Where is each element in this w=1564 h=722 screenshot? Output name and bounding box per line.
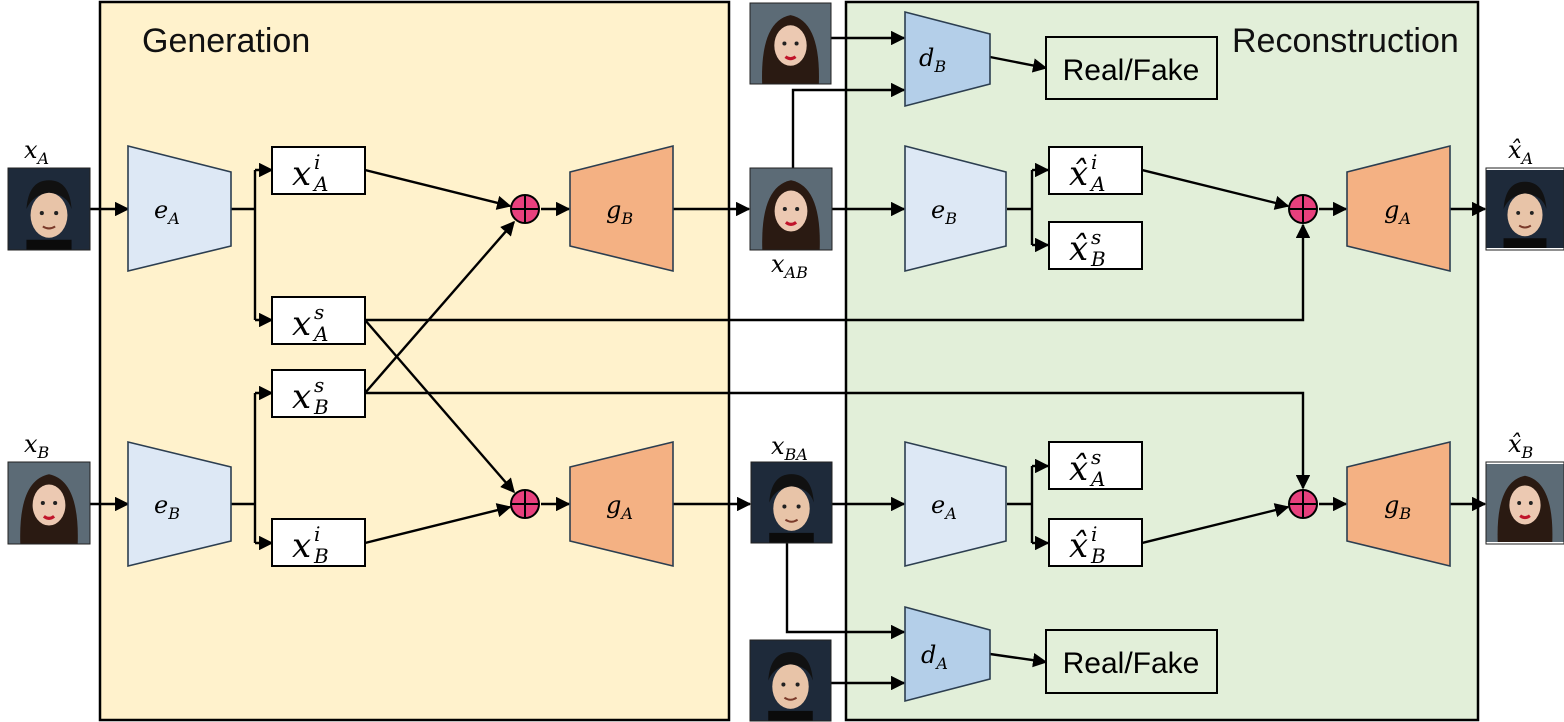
svg-text:i: i (314, 150, 320, 174)
discriminator-d-a: dA (904, 605, 991, 703)
svg-text:x̂: x̂ (1069, 449, 1088, 489)
feature-box-xa-identity: x i A (271, 146, 366, 196)
label-x-ab: xAB (771, 250, 808, 282)
svg-text:eA: eA (154, 196, 180, 228)
generation-title: Generation (142, 22, 310, 60)
svg-text:Real/Fake: Real/Fake (1063, 54, 1200, 87)
label-x-a: xA (24, 136, 49, 168)
svg-text:eB: eB (154, 491, 180, 523)
svg-text:x: x (292, 304, 311, 344)
feature-box-xhat-b-style: x̂ s B (1048, 221, 1143, 271)
feature-box-xa-style: x s A (271, 296, 366, 346)
svg-text:eA: eA (931, 491, 957, 523)
svg-text:B: B (1090, 247, 1106, 271)
label-xhat-a: x̂A (1508, 136, 1533, 168)
decoder-g-a-reconstruction: gA (1346, 144, 1451, 273)
svg-text:gB: gB (606, 196, 633, 228)
svg-text:A: A (312, 172, 328, 196)
svg-text:Real/Fake: Real/Fake (1063, 647, 1200, 680)
generated-image-x-ba (750, 461, 833, 544)
svg-text:A: A (312, 322, 328, 346)
feature-box-xb-style: x s B (271, 369, 366, 419)
svg-text:x̂: x̂ (1069, 229, 1088, 269)
svg-text:A: A (1089, 467, 1105, 491)
svg-text:x̂: x̂ (1069, 526, 1088, 566)
combine-node-rec-top (1288, 194, 1318, 224)
combine-node-gen-bottom (510, 489, 540, 519)
combine-node-gen-top (510, 194, 540, 224)
svg-text:s: s (1091, 445, 1101, 469)
real-image-domain-a (749, 639, 832, 722)
svg-text:x̂: x̂ (1069, 154, 1088, 194)
feature-box-xb-identity: x i B (271, 518, 366, 568)
reconstruction-panel (844, 0, 1480, 722)
decoder-g-a-generation: gA (569, 440, 674, 568)
feature-box-xhat-b-identity: x̂ i B (1048, 518, 1143, 568)
encoder-e-a-generation: eA (127, 144, 232, 273)
feature-box-xhat-a-style: x̂ s A (1048, 441, 1143, 491)
discriminator-d-b: dB (904, 10, 991, 108)
svg-text:B: B (313, 395, 329, 419)
svg-text:gA: gA (606, 491, 633, 523)
encoder-e-b-reconstruction: eB (904, 144, 1007, 273)
reconstructed-image-xhat-b (1485, 461, 1564, 545)
real-fake-output-bottom: Real/Fake (1045, 629, 1218, 694)
feature-box-xhat-a-identity: x̂ i A (1048, 146, 1143, 196)
input-image-x-b (7, 461, 91, 545)
svg-text:i: i (1091, 522, 1097, 546)
reconstruction-title: Reconstruction (1232, 22, 1459, 60)
real-fake-output-top: Real/Fake (1045, 36, 1218, 100)
input-image-x-a (7, 167, 91, 251)
svg-text:gB: gB (1384, 491, 1411, 523)
svg-text:x: x (292, 154, 311, 194)
svg-text:x: x (292, 526, 311, 566)
svg-text:i: i (1091, 150, 1097, 174)
svg-text:s: s (314, 373, 324, 397)
svg-text:x: x (292, 377, 311, 417)
svg-text:s: s (314, 300, 324, 324)
encoder-e-a-reconstruction: eA (904, 440, 1007, 568)
decoder-g-b-reconstruction: gB (1346, 440, 1451, 568)
label-x-b: xB (24, 430, 50, 462)
svg-text:gA: gA (1384, 196, 1411, 228)
svg-text:B: B (313, 544, 329, 568)
real-image-domain-b (749, 2, 832, 85)
label-x-ba: xBA (771, 432, 808, 464)
svg-text:eB: eB (931, 196, 957, 228)
svg-text:A: A (1089, 172, 1105, 196)
combine-node-rec-bottom (1288, 489, 1318, 519)
svg-text:dA: dA (921, 641, 948, 673)
svg-text:s: s (1091, 225, 1101, 249)
generation-panel (98, 0, 731, 722)
reconstructed-image-xhat-a (1485, 167, 1564, 251)
label-xhat-b: x̂B (1508, 430, 1534, 462)
connection-lines (90, 30, 1487, 691)
svg-text:i: i (314, 522, 320, 546)
generated-image-x-ab (749, 167, 833, 251)
encoder-e-b-generation: eB (127, 440, 232, 568)
svg-text:B: B (1090, 544, 1106, 568)
decoder-g-b-generation: gB (569, 144, 674, 273)
svg-text:dB: dB (919, 44, 946, 76)
